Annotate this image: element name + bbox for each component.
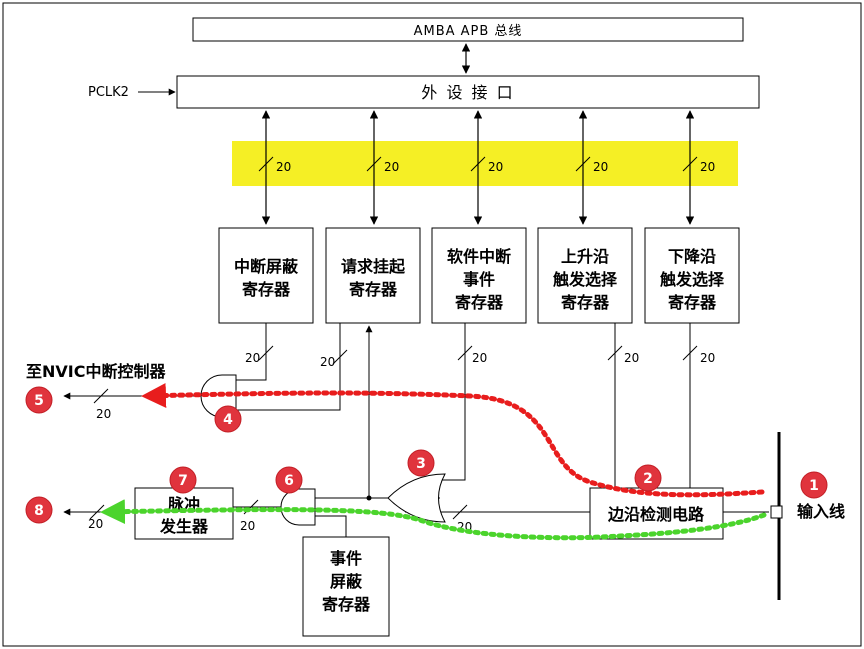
svg-text:发生器: 发生器 [159, 517, 209, 536]
svg-text:屏蔽: 屏蔽 [330, 572, 363, 591]
periph-interface-box [176, 75, 760, 109]
register-links [258, 110, 698, 225]
svg-text:寄存器: 寄存器 [349, 280, 398, 299]
svg-text:中断屏蔽: 中断屏蔽 [234, 257, 299, 276]
green-event-path [100, 499, 767, 541]
and-gate-event [280, 488, 316, 526]
svg-text:事件: 事件 [463, 270, 495, 289]
marker-8: 8 [25, 496, 53, 524]
software-interrupt-register: 软件中断 事件 寄存器 [431, 227, 527, 324]
svg-text:软件中断: 软件中断 [447, 247, 511, 266]
svg-text:7: 7 [178, 473, 188, 489]
apb-bus-label: AMBA APB 总线 [414, 24, 523, 39]
svg-text:5: 5 [34, 393, 44, 409]
svg-text:2: 2 [643, 471, 653, 487]
pclk2-label: PCLK2 [88, 85, 129, 100]
svg-text:事件: 事件 [330, 549, 362, 568]
marker-5: 5 [25, 386, 53, 414]
svg-text:上升沿: 上升沿 [561, 247, 609, 266]
input-pin [770, 505, 783, 519]
pending-register: 请求挂起 寄存器 [325, 227, 421, 324]
svg-text:寄存器: 寄存器 [322, 595, 371, 614]
interrupt-mask-register: 中断屏蔽 寄存器 [218, 227, 314, 324]
falling-trigger-register: 下降沿 触发选择 寄存器 [644, 227, 740, 324]
marker-1: 1 [800, 471, 828, 499]
svg-text:6: 6 [284, 473, 294, 489]
svg-text:寄存器: 寄存器 [561, 293, 610, 312]
width-label: 20 [700, 351, 715, 365]
svg-text:3: 3 [416, 456, 426, 472]
svg-text:4: 4 [223, 412, 233, 428]
width-label: 20 [384, 160, 399, 174]
width-label: 20 [488, 160, 503, 174]
width-label: 20 [472, 351, 487, 365]
svg-text:寄存器: 寄存器 [668, 293, 717, 312]
svg-text:寄存器: 寄存器 [455, 293, 504, 312]
or-gate [387, 473, 446, 523]
width-label: 20 [624, 351, 639, 365]
width-label: 20 [88, 517, 103, 531]
svg-text:请求挂起: 请求挂起 [341, 257, 406, 276]
bus-width-highlight [232, 141, 738, 186]
periph-interface-label: 外 设 接 口 [421, 83, 514, 102]
event-mask-register: 事件 屏蔽 寄存器 [302, 536, 390, 637]
svg-text:边沿检测电路: 边沿检测电路 [607, 505, 705, 524]
apb-bus-box [192, 17, 744, 42]
svg-text:触发选择: 触发选择 [552, 270, 618, 289]
input-line-label: 输入线 [797, 502, 845, 521]
svg-text:触发选择: 触发选择 [659, 270, 725, 289]
width-label: 20 [276, 160, 291, 174]
width-label: 20 [240, 519, 255, 533]
marker-4: 4 [214, 405, 242, 433]
width-label: 20 [320, 355, 335, 369]
marker-3: 3 [407, 449, 435, 477]
marker-7: 7 [169, 466, 197, 494]
junction-dot [366, 495, 372, 501]
svg-text:1: 1 [809, 478, 819, 494]
width-label: 20 [700, 160, 715, 174]
svg-text:下降沿: 下降沿 [668, 247, 716, 266]
marker-6: 6 [275, 466, 303, 494]
width-label: 20 [245, 351, 260, 365]
width-label: 20 [96, 407, 111, 421]
svg-text:寄存器: 寄存器 [242, 280, 291, 299]
red-interrupt-path [141, 382, 765, 498]
marker-2: 2 [634, 464, 662, 492]
svg-text:8: 8 [34, 503, 44, 519]
nvic-label: 至NVIC中断控制器 [26, 362, 166, 381]
rising-trigger-register: 上升沿 触发选择 寄存器 [537, 227, 633, 324]
width-label: 20 [593, 160, 608, 174]
